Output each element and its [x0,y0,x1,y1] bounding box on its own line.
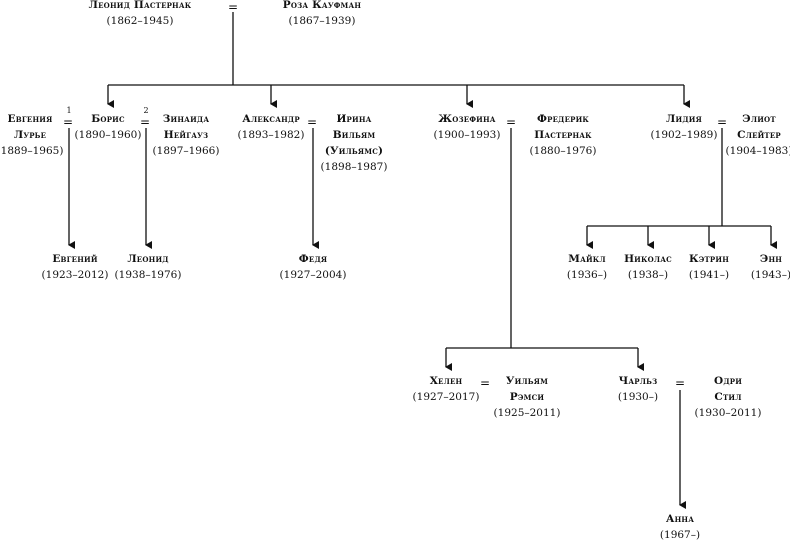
person-name: Роза Кауфман [282,0,362,11]
person-dates: (1943–) [750,269,790,281]
person-name: Кэтрин [688,253,730,265]
person-dates: (1927–2017) [412,391,480,403]
marriage-sign: = [674,376,686,390]
person-name: Чарльз [618,375,658,387]
person-name: Хелен [429,375,463,387]
person-name: Одри [713,375,743,387]
marriage-sign: = [62,115,74,129]
marriage-sign: = [505,115,517,129]
marriage-sign: = [716,115,728,129]
person-name: Зинаида [162,113,210,125]
person-name: Евгения [7,113,53,125]
person-dates: (1938–) [627,269,669,281]
person-name: Евгений [52,253,98,265]
person-name: Жозефина [438,113,496,125]
person-name: Леонид [127,253,169,265]
person-name: Энн [759,253,783,265]
person-name: Фредерик [537,113,589,125]
person-name: Леонид Пастернак [88,0,192,11]
person-name: Ирина [336,113,372,125]
person-dates: (1927–2004) [279,269,347,281]
person-name: Вильям [332,129,376,141]
person-dates: (1898–1987) [320,161,388,173]
marriage-sign: = [227,0,239,14]
person-dates: (1930–) [617,391,659,403]
person-dates: (1890–1960) [74,129,142,141]
person-dates: (1893–1982) [237,129,305,141]
person-name: Александр [242,113,300,125]
person-dates: (1925–2011) [493,407,561,419]
person-dates: (1889–1965) [0,145,64,157]
person-name: Лидия [666,113,702,125]
person-dates: (1862–1945) [106,15,174,27]
person-name: Лурье [13,129,47,141]
person-dates: (1902–1989) [650,129,718,141]
person-dates: (1867–1939) [288,15,356,27]
person-name: Нейгауз [163,129,209,141]
person-dates: (1941–) [688,269,730,281]
person-dates: (1938–1976) [114,269,182,281]
person-dates: (1930–2011) [694,407,762,419]
marriage-sign: = [479,376,491,390]
marriage-number: 1 [66,106,72,115]
person-name: Борис [91,113,125,125]
person-dates: (1880–1976) [529,145,597,157]
person-name: Анна [665,513,695,525]
marriage-number: 2 [143,106,149,115]
person-dates: (1904–1983) [725,145,790,157]
person-name: Николас [624,253,672,265]
person-name: Элиот [742,113,776,125]
person-dates: (1936–) [566,269,608,281]
person-dates: (1923–2012) [41,269,109,281]
marriage-sign: = [139,115,151,129]
person-name: Пастернак [534,129,592,141]
person-name: Уильям [505,375,549,387]
person-name: Федя [298,253,328,265]
person-name: (Уильямс) [324,145,384,157]
person-name: Слейтер [737,129,781,141]
person-dates: (1900–1993) [433,129,501,141]
marriage-sign: = [306,115,318,129]
person-dates: (1897–1966) [152,145,220,157]
person-dates: (1967–) [659,529,701,541]
person-name: Стил [714,391,742,403]
person-name: Майкл [568,253,606,265]
person-name: Рэмси [509,391,545,403]
